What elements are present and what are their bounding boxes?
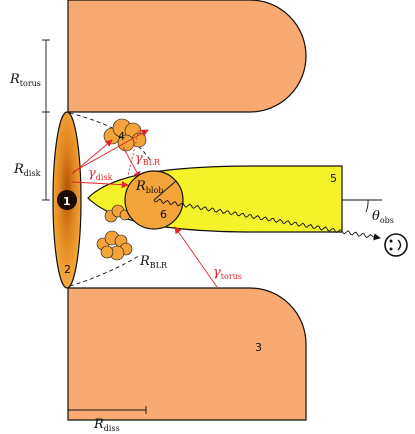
dimension-bar-diss (67, 406, 147, 414)
label-r-blr: RBLR (139, 254, 168, 270)
smiley-face-icon (384, 233, 408, 257)
label-gamma-disk: γdisk (88, 166, 113, 182)
blr-cloud-lower (96, 230, 133, 261)
gamma-disk-arrows (71, 129, 149, 189)
label-gamma-blr: γBLR (135, 151, 161, 167)
label-r-torus: Rtorus (9, 72, 41, 88)
label-6: 6 (160, 208, 167, 221)
label-3: 3 (255, 341, 262, 354)
label-r-disk: Rdisk (13, 162, 41, 178)
label-r-blob: Rblob (135, 179, 163, 195)
blob-radius-line (153, 180, 177, 201)
theta-obs-arc (365, 199, 369, 213)
emission-wave (153, 198, 381, 241)
label-5: 5 (330, 172, 337, 185)
label-theta-obs: θobs (372, 209, 394, 225)
torus-upper (67, 0, 307, 113)
blr-boundary-lower (69, 254, 141, 287)
gamma-blr-arrows (122, 125, 141, 179)
dimension-bar-torus (42, 39, 50, 201)
label-2: 2 (64, 263, 71, 276)
gamma-torus-arrow (174, 226, 218, 288)
label-gamma-torus: γtorus (213, 265, 242, 281)
label-1: 1 (63, 195, 71, 208)
label-4: 4 (118, 130, 125, 143)
label-r-diss: Rdiss (93, 417, 120, 433)
torus-lower (67, 287, 307, 421)
black-hole (57, 190, 77, 210)
